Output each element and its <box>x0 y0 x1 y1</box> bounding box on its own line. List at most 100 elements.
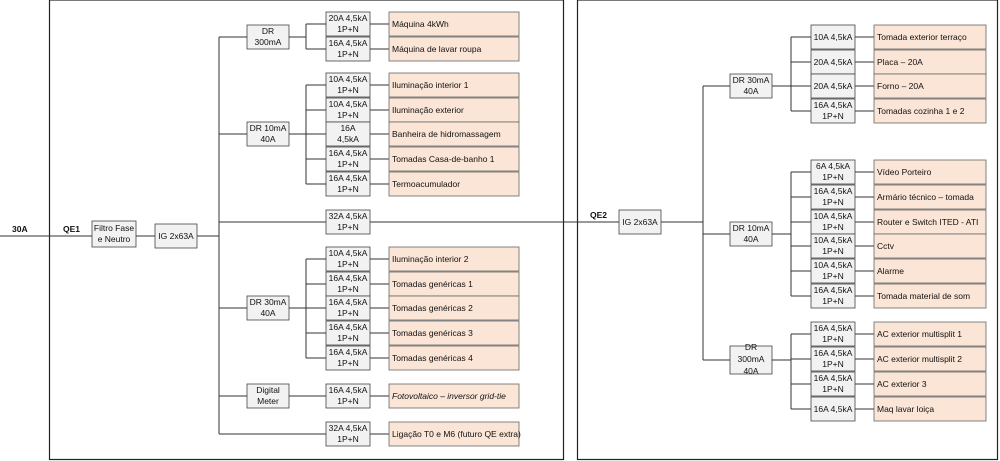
qe1-g5-c0: 32A 4,5kA 1P+N Ligação T0 e M6 (futuro Q… <box>325 421 521 447</box>
load-box <box>873 346 987 372</box>
qe1-g3-c3: 16A 4,5kA 1P+N Tomadas genéricas 3 <box>325 320 520 346</box>
breaker-rating: 16A 4,5kA <box>814 323 853 333</box>
breaker-box <box>325 36 371 62</box>
breaker-rating: 6A 4,5kA <box>816 161 850 171</box>
qe1-panel <box>48 0 565 461</box>
breaker-rating: 16A 4,5kA <box>329 385 368 395</box>
qe1-g0-device-line-2: 300mA <box>255 37 282 47</box>
qe2-g2-c3: 16A 4,5kA Maq lavar loiça <box>810 396 987 422</box>
breaker-poles: 4,5kA <box>337 134 359 144</box>
load-box <box>388 171 520 197</box>
feed-label: 30A <box>12 224 28 234</box>
breaker-rating: 10A 4,5kA <box>814 211 853 221</box>
load-label: Banheira de hidromassagem <box>392 129 501 139</box>
breaker-rating: 16A 4,5kA <box>329 148 368 158</box>
breaker-poles: 1P+N <box>337 358 359 368</box>
qe1-g3-device-box <box>246 295 290 321</box>
qe2-g2-c0: 16A 4,5kA 1P+N AC exterior multisplit 1 <box>810 321 987 347</box>
load-label: Alarme <box>877 266 904 276</box>
breaker-poles: 1P+N <box>822 359 844 369</box>
qe2-g1-c2: 10A 4,5kA 1P+N Router e Switch ITED - AT… <box>810 209 987 235</box>
qe1-label: QE1 <box>63 224 80 234</box>
breaker-rating: 16A 4,5kA <box>814 404 853 414</box>
breaker-poles: 1P+N <box>822 384 844 394</box>
qe1-g1-device-box <box>246 121 290 147</box>
qe1-g4-device-line-1: Digital <box>256 385 280 395</box>
qe2-main-switch: IG 2x63A <box>622 217 658 227</box>
breaker-rating: 16A 4,5kA <box>814 373 853 383</box>
breaker-poles: 1P+N <box>822 246 844 256</box>
breaker-box <box>810 184 856 210</box>
load-box <box>873 283 987 309</box>
breaker-rating: 16A 4,5kA <box>329 297 368 307</box>
breaker-box <box>325 121 371 147</box>
breaker-poles: 1P+N <box>822 111 844 121</box>
breaker-rating: 16A 4,5kA <box>329 347 368 357</box>
qe2-g1-c1: 16A 4,5kA 1P+N Armário técnico – tomada <box>810 184 987 210</box>
load-box <box>388 295 520 321</box>
load-box <box>873 98 987 124</box>
load-box <box>873 258 987 284</box>
breaker-rating: 10A 4,5kA <box>329 99 368 109</box>
qe2-panel <box>576 0 999 461</box>
qe2-g2-c1: 16A 4,5kA 1P+N AC exterior multisplit 2 <box>810 346 987 372</box>
load-box <box>873 371 987 397</box>
breaker-poles: 1P+N <box>337 24 359 34</box>
breaker-rating: 10A 4,5kA <box>329 248 368 258</box>
qe2-g1-device-line-2: 40A <box>743 234 758 244</box>
load-label: Router e Switch ITED - ATI <box>877 217 978 227</box>
load-label: Armário técnico – tomada <box>877 192 974 202</box>
breaker-box <box>810 98 856 124</box>
load-label: Tomadas genéricas 4 <box>392 353 473 363</box>
load-box <box>873 184 987 210</box>
load-label: Iluminação exterior <box>392 105 464 115</box>
qe2-g0-device-line-1: DR 30mA <box>733 75 770 85</box>
load-label: Iluminação interior 1 <box>392 80 469 90</box>
load-box <box>873 209 987 235</box>
load-label: Cctv <box>877 241 895 251</box>
qe2-g1-c0: 6A 4,5kA 1P+N Vídeo Porteiro <box>810 159 987 185</box>
breaker-box <box>810 159 856 185</box>
qe1-g0-c1: 16A 4,5kA 1P+N Máquina de lavar roupa <box>325 36 520 62</box>
qe1-g1-device-line-1: DR 10mA <box>250 123 287 133</box>
breaker-poles: 1P+N <box>822 334 844 344</box>
load-box <box>873 159 987 185</box>
load-box <box>873 233 987 259</box>
qe1-main-switch-box <box>154 223 198 249</box>
qe1-g3-c0: 10A 4,5kA 1P+N Iluminação interior 2 <box>325 246 520 272</box>
qe2-g1-c3: 10A 4,5kA 1P+N Cctv <box>810 233 987 259</box>
load-box <box>388 146 520 172</box>
load-label: Tomadas genéricas 1 <box>392 279 473 289</box>
qe1-g1-c1: 10A 4,5kA 1P+N Iluminação exterior <box>325 97 520 123</box>
qe1-g3-device-line-2: 40A <box>260 308 275 318</box>
breaker-poles: 1P+N <box>337 396 359 406</box>
breaker-poles: 1P+N <box>337 284 359 294</box>
load-box <box>873 73 987 99</box>
breaker-rating: 20A 4,5kA <box>814 81 853 91</box>
breaker-box <box>325 146 371 172</box>
breaker-poles: 1P+N <box>822 197 844 207</box>
breaker-rating: 10A 4,5kA <box>814 32 853 42</box>
qe2-label: QE2 <box>590 210 607 220</box>
load-label: Máquina 4kWh <box>392 19 449 29</box>
breaker-rating: 20A 4,5kA <box>329 13 368 23</box>
breaker-poles: 1P+N <box>337 333 359 343</box>
breaker-rating: 16A <box>340 123 355 133</box>
breaker-rating: 16A 4,5kA <box>329 173 368 183</box>
qe1-g4-device-box <box>246 383 290 409</box>
qe1-g1-c2: 16A 4,5kA Banheira de hidromassagem <box>325 121 520 147</box>
breaker-box <box>810 371 856 397</box>
load-box <box>388 97 520 123</box>
breaker-box <box>810 346 856 372</box>
load-box <box>873 321 987 347</box>
breaker-poles: 1P+N <box>822 172 844 182</box>
load-label: AC exterior multisplit 2 <box>877 354 962 364</box>
qe1-filter-box <box>91 220 137 248</box>
load-label: Tomada exterior terraço <box>877 32 967 42</box>
load-box <box>388 72 520 98</box>
breaker-box <box>325 11 371 37</box>
load-label: Tomadas Casa-de-banho 1 <box>392 154 495 164</box>
qe2-g1-device-box <box>729 221 773 247</box>
breaker-rating: 20A 4,5kA <box>814 57 853 67</box>
qe2-g1-device-line-1: DR 10mA <box>733 223 770 233</box>
